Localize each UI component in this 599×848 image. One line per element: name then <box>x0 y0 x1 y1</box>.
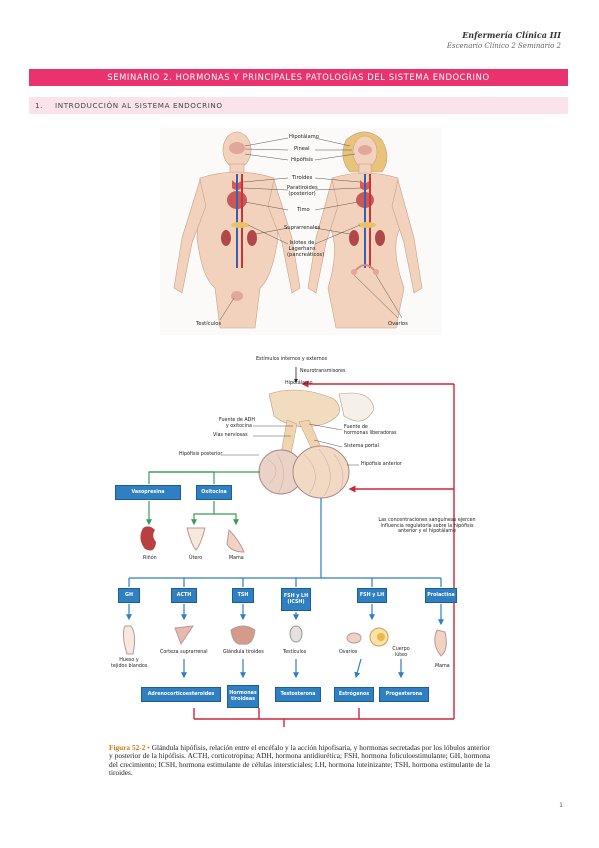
box-adrenocorticoesteroides: Adrenocorticoesteroides <box>141 687 221 702</box>
box-hormonas-tiroideas: Hormonas tiroideas <box>227 685 259 708</box>
label-suprarrenales: Suprarrenales <box>284 225 321 231</box>
box-vasopresina: Vasopresina <box>115 485 181 500</box>
label-cuerpo-luteo-line2: lúteo <box>394 652 408 658</box>
label-cuerpo-luteo-line1: Cuerpo <box>392 647 410 652</box>
page-number: 1 <box>559 802 563 809</box>
box-estrogenos: Estrógenos <box>334 687 374 702</box>
label-paratiroides: Paratiroides (posterior) <box>287 185 318 197</box>
label-concentraciones-line1: Las concentraciones sanguíneas ejercen <box>378 518 476 523</box>
seminar-title: SEMINARIO 2. HORMONAS Y PRINCIPALES PATO… <box>29 69 568 86</box>
label-hipotalamo-diagram: Hipotálamo <box>285 381 313 386</box>
course-name: Enfermería Clínica III <box>462 30 561 40</box>
section-title: INTRODUCCIÓN AL SISTEMA ENDOCRINO <box>55 101 223 110</box>
label-sistema-portal: Sistema portal <box>344 444 379 449</box>
figure-caption-text: Glándula hipófisis, relación entre el en… <box>109 743 490 778</box>
page-header: Enfermería Clínica III Escenario Clínico… <box>447 30 561 50</box>
box-hormonas-tiroideas-line1: Hormonas <box>229 691 257 696</box>
label-islotes: Islotes de Lagerhans (pancreáticos) <box>287 240 325 258</box>
label-mama-2: Mama <box>435 664 450 669</box>
section-number: 1. <box>35 101 44 110</box>
label-ovarios: Ovarios <box>388 321 408 327</box>
label-timo: Timo <box>297 207 310 213</box>
label-hipofisis: Hipófisis <box>291 157 313 163</box>
box-fsh-lh-icsh-line2: (ICSH) <box>287 599 305 605</box>
label-hipotalamo: Hipotálamo <box>289 134 319 140</box>
label-hueso-line1: Hueso y <box>119 658 139 663</box>
label-utero: Útero <box>189 556 203 561</box>
label-fuente-hormonas: Fuente de hormonas liberadoras <box>344 425 396 436</box>
label-glandula-tiroides: Glándula tiroides <box>223 650 264 655</box>
label-fuente-adh-line2: y oxitocina <box>225 423 252 429</box>
label-ovarios-diagram: Ovarios <box>339 650 358 655</box>
label-corteza: Corteza suprarrenal <box>160 650 208 655</box>
pituitary-diagram: Estímulos internos y externos Neurotrans… <box>109 354 490 735</box>
label-hipofisis-anterior: Hipófisis anterior <box>361 462 402 467</box>
label-hueso-line2: tejidos blandos <box>111 663 148 669</box>
box-hormonas-tiroideas-line2: tiroideas <box>230 696 256 702</box>
box-gh: GH <box>118 588 140 603</box>
label-fuente-adh-line1: Fuente de ADH <box>219 418 255 423</box>
figure-number: Figura 52-2 • <box>109 743 150 752</box>
label-cuerpo-luteo: Cuerpo lúteo <box>391 647 411 658</box>
label-islotes-line1: Islotes de <box>289 240 315 246</box>
label-mama: Mama <box>229 556 244 561</box>
box-fsh-lh-icsh: FSH y LH (ICSH) <box>281 588 311 611</box>
box-tsh: TSH <box>232 588 254 603</box>
label-tiroides: Tiroides <box>292 175 313 181</box>
box-progesterona: Progesterona <box>379 687 429 702</box>
label-paratiroides-line1: Paratiroides <box>287 185 318 191</box>
label-fuente-adh: Fuente de ADH y oxitocina <box>219 418 255 429</box>
section-heading: 1. INTRODUCCIÓN AL SISTEMA ENDOCRINO <box>29 97 568 114</box>
box-oxitocina: Oxitocina <box>196 485 232 500</box>
label-pineal: Pineal <box>294 146 310 152</box>
label-hueso: Hueso y tejidos blandos <box>111 658 147 669</box>
label-vias-nerviosas: Vías nerviosas <box>213 433 248 438</box>
label-fuente-hormonas-line2: hormonas liberadoras <box>344 430 397 436</box>
label-fuente-hormonas-line1: Fuente de <box>344 425 368 430</box>
figure-caption: Figura 52-2 • Glándula hipófisis, relaci… <box>109 743 490 778</box>
label-testiculos-diagram: Testículos <box>283 650 307 655</box>
box-fsh-lh-icsh-line1: FSH y LH <box>283 594 309 599</box>
pituitary-diagram-graphics <box>122 367 455 727</box>
course-subtitle: Escenario Clínico 2 Seminario 2 <box>446 42 561 50</box>
label-paratiroides-line2: (posterior) <box>288 191 316 197</box>
label-testiculos: Testículos <box>196 321 222 327</box>
label-hipofisis-posterior: Hipófisis posterior <box>179 452 223 457</box>
label-concentraciones: Las concentraciones sanguíneas ejercen i… <box>374 518 480 535</box>
label-estimulos: Estímulos internos y externos <box>256 357 328 362</box>
label-rinon: Riñón <box>143 556 157 561</box>
box-prolactina: Prolactina <box>425 588 457 603</box>
label-islotes-line2: Lagerhans <box>288 246 316 252</box>
box-acth: ACTH <box>171 588 197 603</box>
box-fsh-lh: FSH y LH <box>357 588 387 603</box>
endocrine-anatomy-figure: Hipotálamo Pineal Hipófisis Tiroides Par… <box>160 128 442 335</box>
label-concentraciones-line3: anterior y el hipotálamo <box>398 529 456 535</box>
box-testosterona: Testosterona <box>275 687 321 702</box>
anatomy-illustration <box>173 131 423 329</box>
label-concentraciones-line2: influencia regulatoria sobre la hipófisi… <box>380 523 474 529</box>
label-neurotransmisores: Neurotransmisores <box>300 369 346 374</box>
label-islotes-line3: (pancreáticos) <box>287 252 325 258</box>
